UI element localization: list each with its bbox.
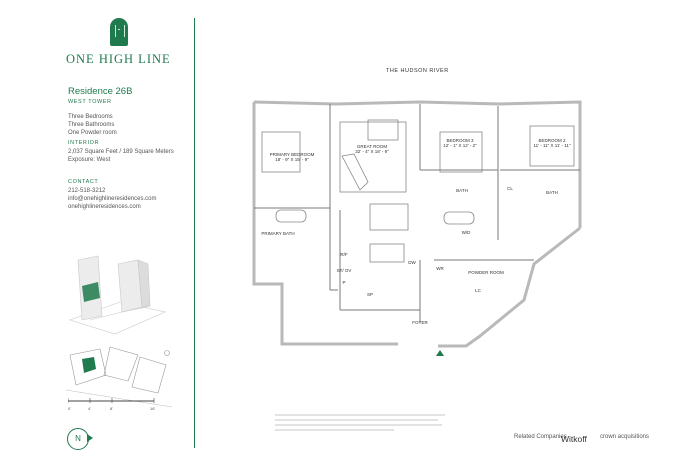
room-label: POWDER ROOM (468, 270, 504, 275)
room-dims: 32' - 4" X 18' - 9" (355, 149, 389, 154)
contact-phone[interactable]: 212-518-3212 (68, 188, 106, 194)
partner-logo-witkoff: Witkoff (561, 434, 587, 444)
room-label: LC (475, 288, 482, 293)
interior-area: 2,037 Square Feet / 189 Square Meters (68, 149, 174, 155)
north-arrow-icon (87, 434, 93, 442)
room-label: FOYER (412, 320, 428, 325)
room-label: BATH (546, 190, 558, 195)
room-dims: 11' - 11" X 11' - 11" (533, 143, 571, 148)
partner-logo-crown: crown acquisitions (600, 434, 650, 440)
contact-info: 212-518-3212 info@onehighlineresidences.… (68, 187, 156, 211)
feature-item: Three Bedrooms (68, 114, 113, 120)
room-label: CL (507, 186, 513, 191)
feature-list: Three Bedrooms Three Bathrooms One Powde… (68, 113, 117, 137)
interior-exposure: Exposure: West (68, 157, 111, 163)
scale-label: 0' (68, 406, 71, 411)
site-key-map (65, 346, 173, 408)
room-label: P (342, 280, 345, 285)
contact-heading: CONTACT (68, 179, 99, 185)
room-label: R/F (340, 252, 348, 257)
room-name: BEDROOM 2 (538, 138, 566, 143)
room-label: W/D (462, 230, 471, 235)
legal-disclaimer (275, 414, 445, 444)
scale-label: 4' (88, 406, 91, 411)
room-label: WR (436, 266, 444, 271)
scale-bar: 0' 4' 8' 16' (68, 398, 155, 411)
room-name: PRIMARY BEDROOM (270, 152, 315, 157)
residence-title: Residence 26B (68, 86, 133, 97)
contact-website[interactable]: onehighlineresidences.com (68, 204, 141, 210)
floor-plan: PRIMARY BEDROOM 18' - 9" X 15' - 9" GREA… (252, 100, 582, 356)
room-label: ST/ OV (337, 268, 352, 273)
feature-item: Three Bathrooms (68, 122, 115, 128)
river-label: THE HUDSON RIVER (386, 68, 449, 74)
room-name: GREAT ROOM (357, 144, 388, 149)
room-label: BATH (456, 188, 468, 193)
scale-label: 8' (110, 406, 113, 411)
contact-email[interactable]: info@onehighlineresidences.com (68, 196, 157, 202)
interior-heading: INTERIOR (68, 140, 100, 146)
partner-logo-related: Related Companies (514, 434, 567, 440)
room-label: DW (408, 260, 416, 265)
feature-item: One Powder room (68, 130, 117, 136)
scale-label: 16' (150, 406, 155, 411)
room-label: SP (367, 292, 373, 297)
north-compass: N (67, 428, 89, 450)
room-dims: 12' - 1" X 12' - 2" (443, 143, 477, 148)
brand-name: ONE HIGH LINE (66, 52, 171, 66)
room-label: PRIMARY BATH (261, 231, 294, 236)
interior-info: 2,037 Square Feet / 189 Square Meters Ex… (68, 148, 174, 164)
residence-tower: WEST TOWER (68, 99, 112, 105)
room-name: BEDROOM 3 (446, 138, 474, 143)
building-3d-thumbnail (69, 255, 166, 335)
sidebar: ONE HIGH LINE Residence 26B WEST TOWER T… (0, 0, 194, 466)
brand-logo-icon (110, 18, 128, 46)
divider (194, 18, 195, 448)
room-dims: 18' - 9" X 15' - 9" (275, 157, 309, 162)
